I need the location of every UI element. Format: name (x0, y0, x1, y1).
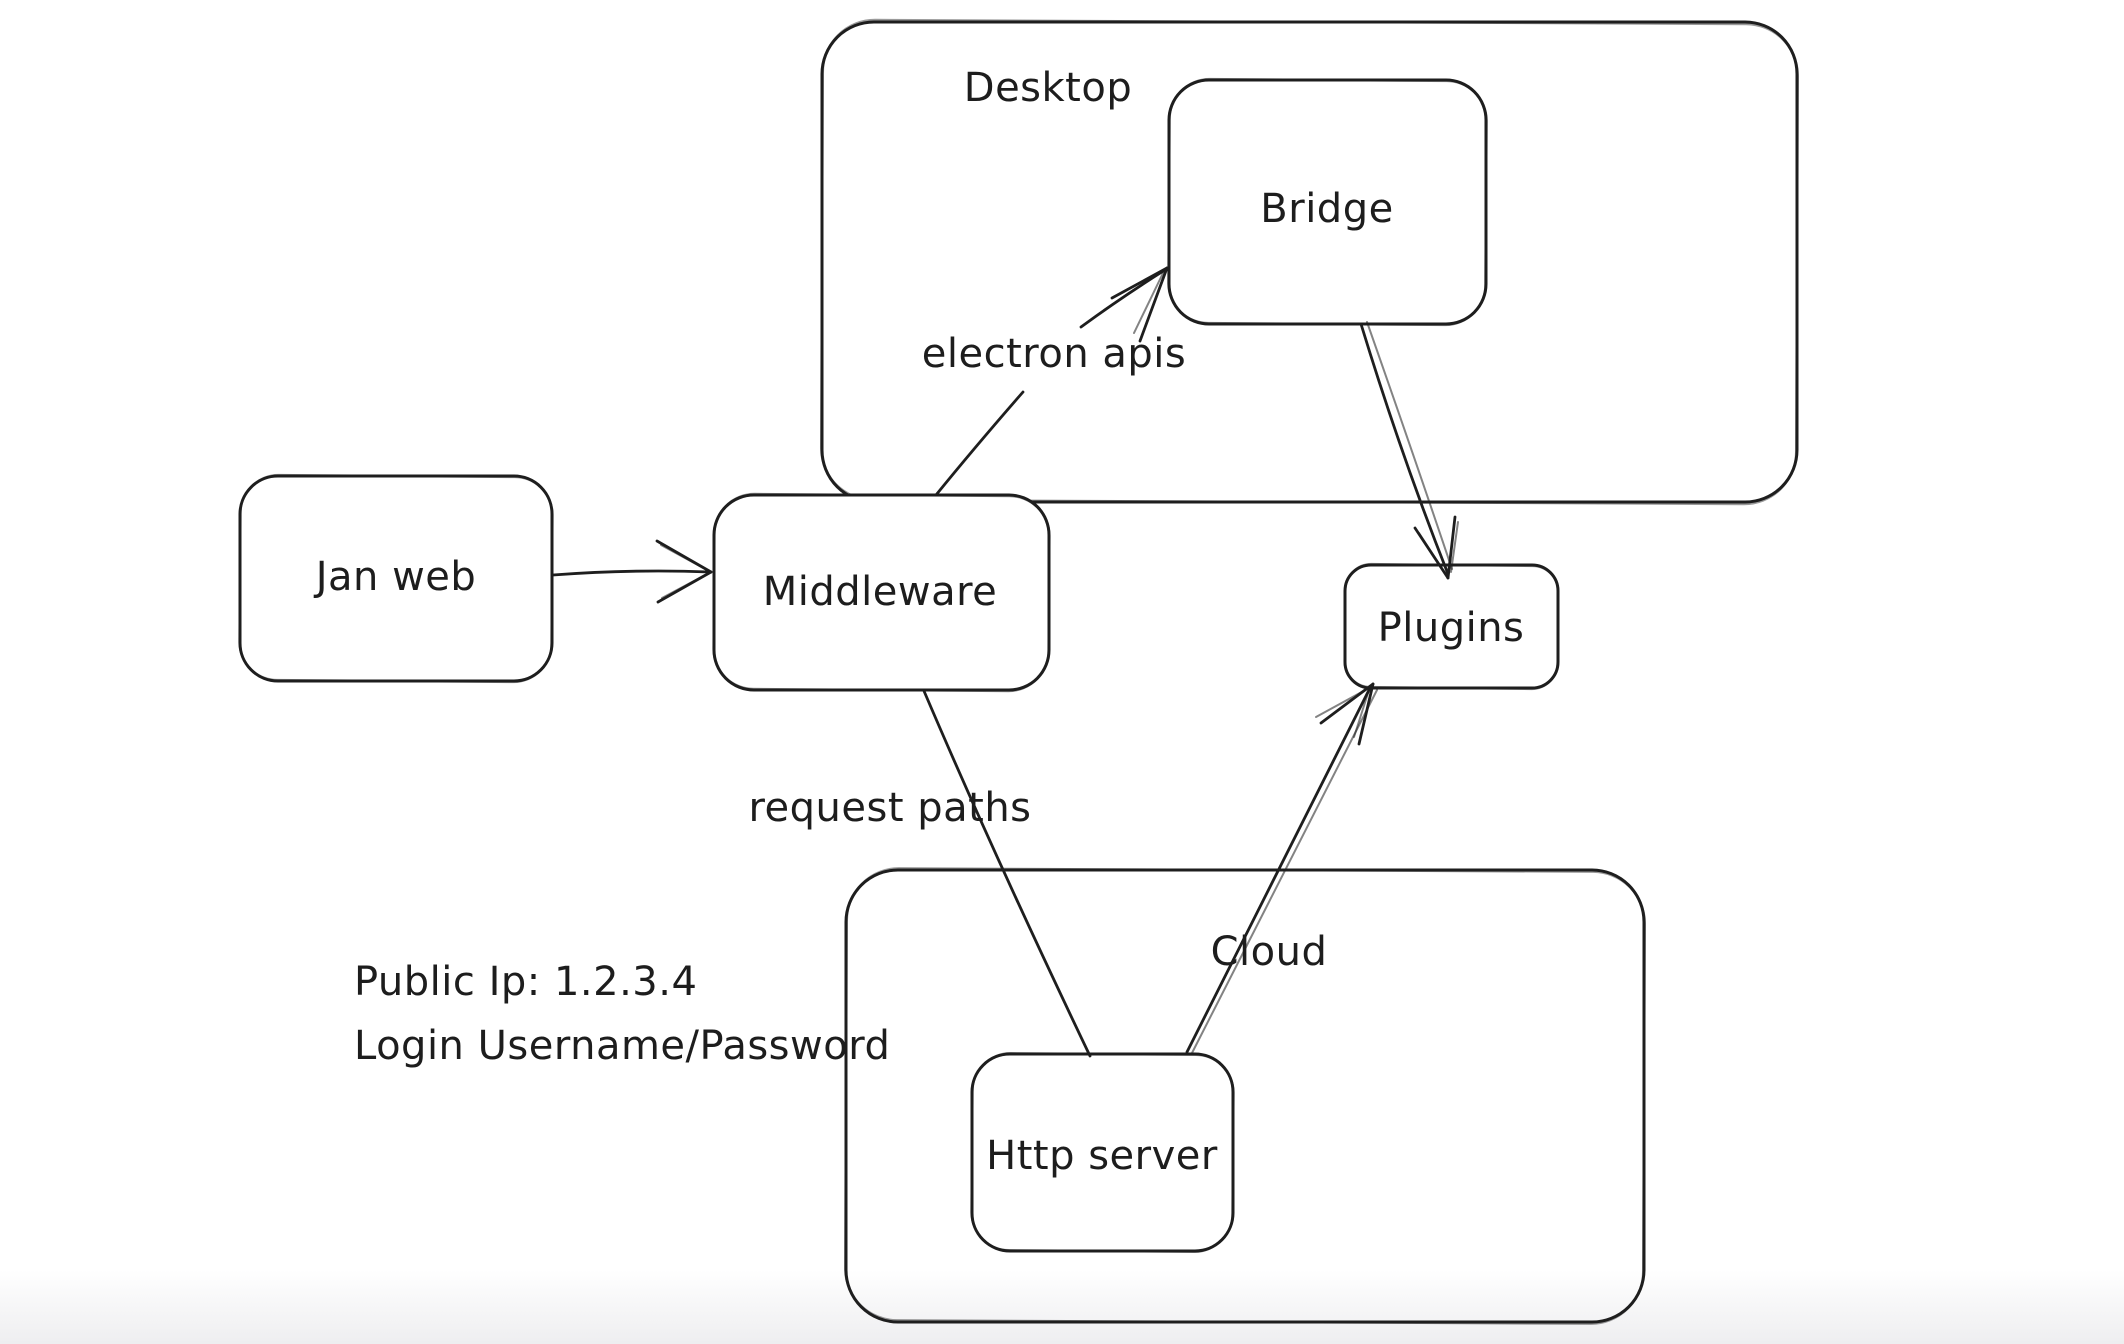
plugins-node-label: Plugins (1377, 605, 1525, 651)
bridge-node-box (1167, 77, 1488, 327)
middleware-node-box (712, 492, 1051, 693)
edge-label-electron-apis: electron apis (921, 331, 1187, 377)
arrow-janweb-to-middleware (551, 539, 713, 604)
desktop-container-box (819, 18, 1800, 506)
jan-web-node-label: Jan web (315, 554, 477, 600)
http-server-node-label: Http server (986, 1133, 1218, 1179)
canvas-bottom-fade (0, 1270, 2124, 1344)
cloud-container-label: Cloud (1210, 929, 1328, 975)
arrow-bridge-to-plugins (1359, 321, 1459, 580)
bridge-node-label: Bridge (1260, 186, 1394, 232)
edge-label-request-paths: request paths (748, 785, 1032, 831)
arrow-httpserver-to-plugins (1185, 682, 1378, 1054)
arrow-middleware-to-bridge (934, 266, 1169, 497)
jan-web-node-box (238, 473, 554, 684)
plugins-node-box (1343, 562, 1560, 691)
desktop-container-label: Desktop (963, 65, 1133, 111)
annotation-text: Public Ip: 1.2.3.4 Login Username/Passwo… (354, 950, 890, 1078)
annotation-line-public-ip: Public Ip: 1.2.3.4 (354, 959, 698, 1005)
middleware-node-label: Middleware (762, 569, 998, 615)
line-middleware-to-httpserver (922, 689, 1092, 1058)
http-server-node-box (970, 1052, 1235, 1253)
cloud-container-box (843, 867, 1647, 1325)
annotation-line-login: Login Username/Password (354, 1023, 891, 1069)
